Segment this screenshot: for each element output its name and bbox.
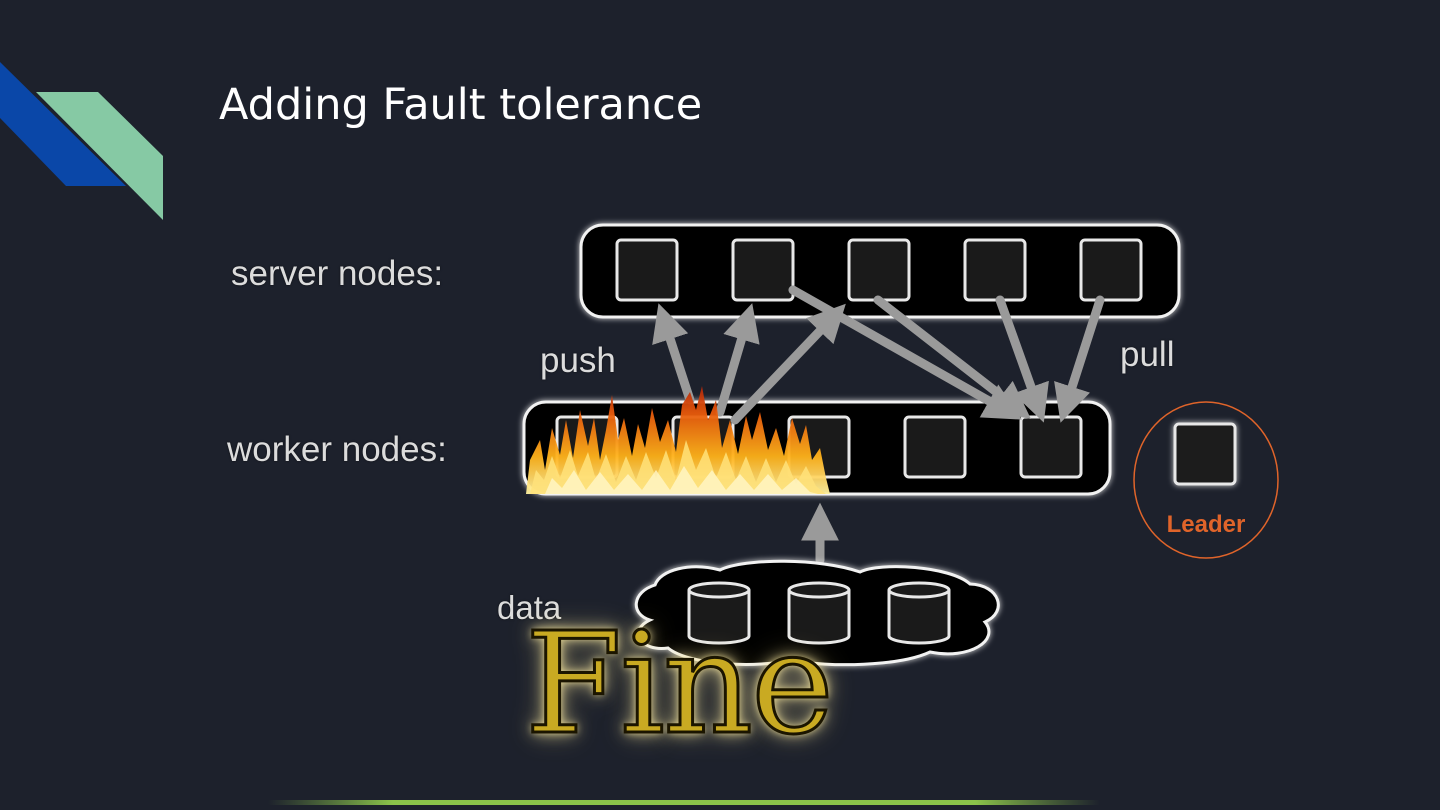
push-pull-arrows	[652, 285, 1105, 565]
pull-label: pull	[1120, 335, 1175, 374]
leader-node	[1173, 422, 1237, 486]
data-label: data	[497, 589, 562, 626]
pull-arrow	[873, 295, 1031, 419]
push-arrow	[730, 303, 846, 425]
push-label: push	[540, 341, 616, 380]
data-shard	[687, 581, 751, 645]
data-shards	[687, 581, 951, 645]
leader-label: Leader	[1166, 511, 1246, 538]
server-node	[1079, 238, 1143, 302]
data-shard	[787, 581, 851, 645]
fine-overlay-text: Fine	[524, 603, 836, 766]
corner-accent-green	[36, 92, 163, 220]
pull-arrow	[788, 285, 1022, 420]
worker-node	[903, 415, 967, 479]
worker-nodes-label: worker nodes:	[227, 430, 447, 469]
server-nodes	[615, 238, 1143, 302]
corner-accent-blue	[0, 62, 126, 186]
footer-line	[268, 800, 1100, 805]
worker-node	[1019, 415, 1083, 479]
server-node	[615, 238, 679, 302]
leader-circle	[1133, 401, 1279, 559]
data-shard	[887, 581, 951, 645]
server-nodes-label: server nodes:	[231, 254, 444, 293]
push-arrow	[715, 303, 760, 417]
pull-arrow	[1054, 295, 1105, 423]
data-cloud	[634, 559, 1000, 667]
pull-arrow	[995, 295, 1049, 423]
server-node	[963, 238, 1027, 302]
slide-title: Adding Fault tolerance	[219, 80, 703, 130]
server-node	[847, 238, 911, 302]
push-arrow	[652, 303, 695, 405]
server-node	[731, 238, 795, 302]
fire-overlay	[526, 386, 830, 494]
